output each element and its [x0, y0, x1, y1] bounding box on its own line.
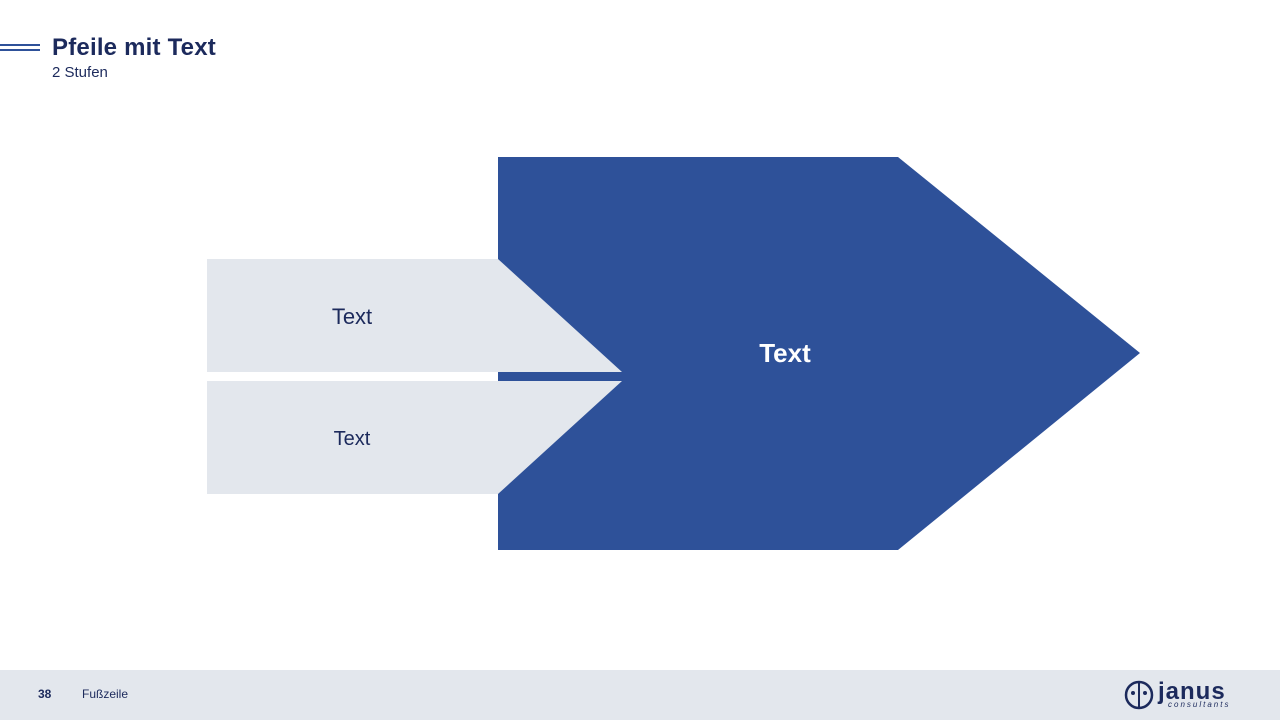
footer-bar: 38 Fußzeile janus consultants [0, 670, 1280, 720]
main-arrow [498, 157, 1140, 550]
page-title: Pfeile mit Text [52, 34, 216, 61]
logo-word: janus [1158, 678, 1226, 705]
input-arrow-top [207, 259, 622, 372]
janus-face-icon [1124, 680, 1154, 710]
title-accent-lines [0, 44, 40, 54]
page-number: 38 [38, 687, 52, 701]
input-arrow-top-label: Text [331, 304, 373, 329]
input-arrow-bottom [207, 381, 622, 494]
footer-text: Fußzeile [82, 687, 129, 701]
main-arrow-label: Text [759, 338, 811, 368]
logo-tagline: consultants [1168, 700, 1231, 709]
input-arrow-bottom-label: Text [333, 428, 371, 450]
janus-logo: janus consultants [1120, 676, 1250, 716]
page-subtitle: 2 Stufen [52, 64, 108, 81]
